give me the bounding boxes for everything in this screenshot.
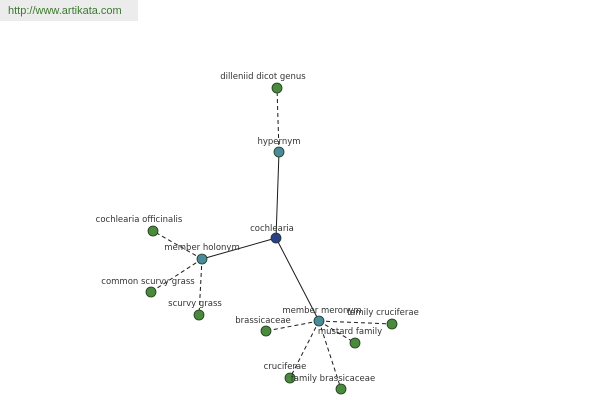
node-label-common[interactable]: common scurvy grass bbox=[101, 277, 195, 287]
edge-cochlearia-holonym bbox=[201, 237, 277, 260]
edge-holonym-scurvy bbox=[198, 258, 203, 316]
graph-node-holonym[interactable]: member holonym bbox=[164, 243, 240, 265]
node-label-officinalis[interactable]: cochlearia officinalis bbox=[96, 215, 183, 225]
node-label-mustard[interactable]: mustard family bbox=[318, 327, 382, 337]
nodes-layer: cochlearia hypernym dilleniid dicot genus m… bbox=[96, 72, 419, 395]
edge-meronym-cruciferae bbox=[289, 320, 320, 379]
node-dot-scurvy[interactable] bbox=[193, 309, 205, 321]
node-label-cruciferae[interactable]: cruciferae bbox=[264, 362, 307, 372]
node-dot-holonym[interactable] bbox=[196, 253, 208, 265]
edge-cochlearia-meronym bbox=[275, 237, 320, 322]
edge-holonym-common bbox=[150, 258, 203, 293]
node-dot-cochlearia[interactable] bbox=[270, 232, 282, 244]
edge-meronym-cruciferae_fam bbox=[318, 320, 393, 325]
node-dot-mustard[interactable] bbox=[349, 337, 361, 349]
url-bar: http://www.artikata.com bbox=[0, 0, 138, 21]
node-label-scurvy[interactable]: scurvy grass bbox=[168, 299, 222, 309]
node-label-cochlearia[interactable]: cochlearia bbox=[250, 224, 294, 234]
node-dot-brassicaceae[interactable] bbox=[260, 325, 272, 337]
node-dot-dilleniid[interactable] bbox=[271, 82, 283, 94]
edge-cochlearia-hypernym bbox=[275, 151, 280, 239]
graph-node-meronym[interactable]: member meronym bbox=[282, 306, 362, 327]
node-label-meronym[interactable]: member meronym bbox=[282, 306, 361, 316]
edge-holonym-officinalis bbox=[152, 230, 203, 260]
graph-node-hypernym[interactable]: hypernym bbox=[257, 137, 301, 158]
graph-node-cochlearia[interactable]: cochlearia bbox=[250, 224, 294, 244]
node-dot-common[interactable] bbox=[145, 286, 157, 298]
node-label-hypernym[interactable]: hypernym bbox=[257, 137, 300, 147]
node-label-brassicaceae[interactable]: brassicaceae bbox=[235, 316, 291, 326]
graph-node-brassicaceae[interactable]: brassicaceae bbox=[235, 316, 291, 337]
graph-node-mustard[interactable]: mustard family bbox=[318, 327, 382, 349]
edge-hypernym-dilleniid bbox=[276, 87, 280, 153]
graph-node-cruciferae[interactable]: cruciferae bbox=[264, 362, 307, 384]
site-url-link[interactable]: http://www.artikata.com bbox=[8, 5, 122, 17]
edges-layer bbox=[150, 87, 393, 390]
graph-node-officinalis[interactable]: cochlearia officinalis bbox=[96, 215, 183, 237]
edge-meronym-mustard bbox=[318, 320, 356, 344]
graph-node-fam_brassicaceae[interactable]: family brassicaceae bbox=[291, 374, 375, 395]
node-label-fam_brassicaceae[interactable]: family brassicaceae bbox=[291, 374, 375, 384]
edge-meronym-fam_brassicaceae bbox=[318, 320, 342, 390]
node-dot-cruciferae[interactable] bbox=[284, 372, 296, 384]
node-label-dilleniid[interactable]: dilleniid dicot genus bbox=[220, 72, 306, 82]
node-dot-meronym[interactable] bbox=[313, 315, 325, 327]
node-dot-officinalis[interactable] bbox=[147, 225, 159, 237]
node-label-cruciferae_fam[interactable]: family cruciferae bbox=[347, 308, 419, 318]
node-dot-cruciferae_fam[interactable] bbox=[386, 318, 398, 330]
graph-node-scurvy[interactable]: scurvy grass bbox=[168, 299, 222, 321]
graph-node-dilleniid[interactable]: dilleniid dicot genus bbox=[220, 72, 306, 94]
graph-node-cruciferae_fam[interactable]: family cruciferae bbox=[347, 308, 419, 330]
node-dot-hypernym[interactable] bbox=[273, 146, 285, 158]
node-dot-fam_brassicaceae[interactable] bbox=[335, 383, 347, 395]
graph-node-common[interactable]: common scurvy grass bbox=[101, 277, 195, 298]
edge-meronym-brassicaceae bbox=[265, 320, 320, 332]
node-label-holonym[interactable]: member holonym bbox=[164, 243, 239, 253]
